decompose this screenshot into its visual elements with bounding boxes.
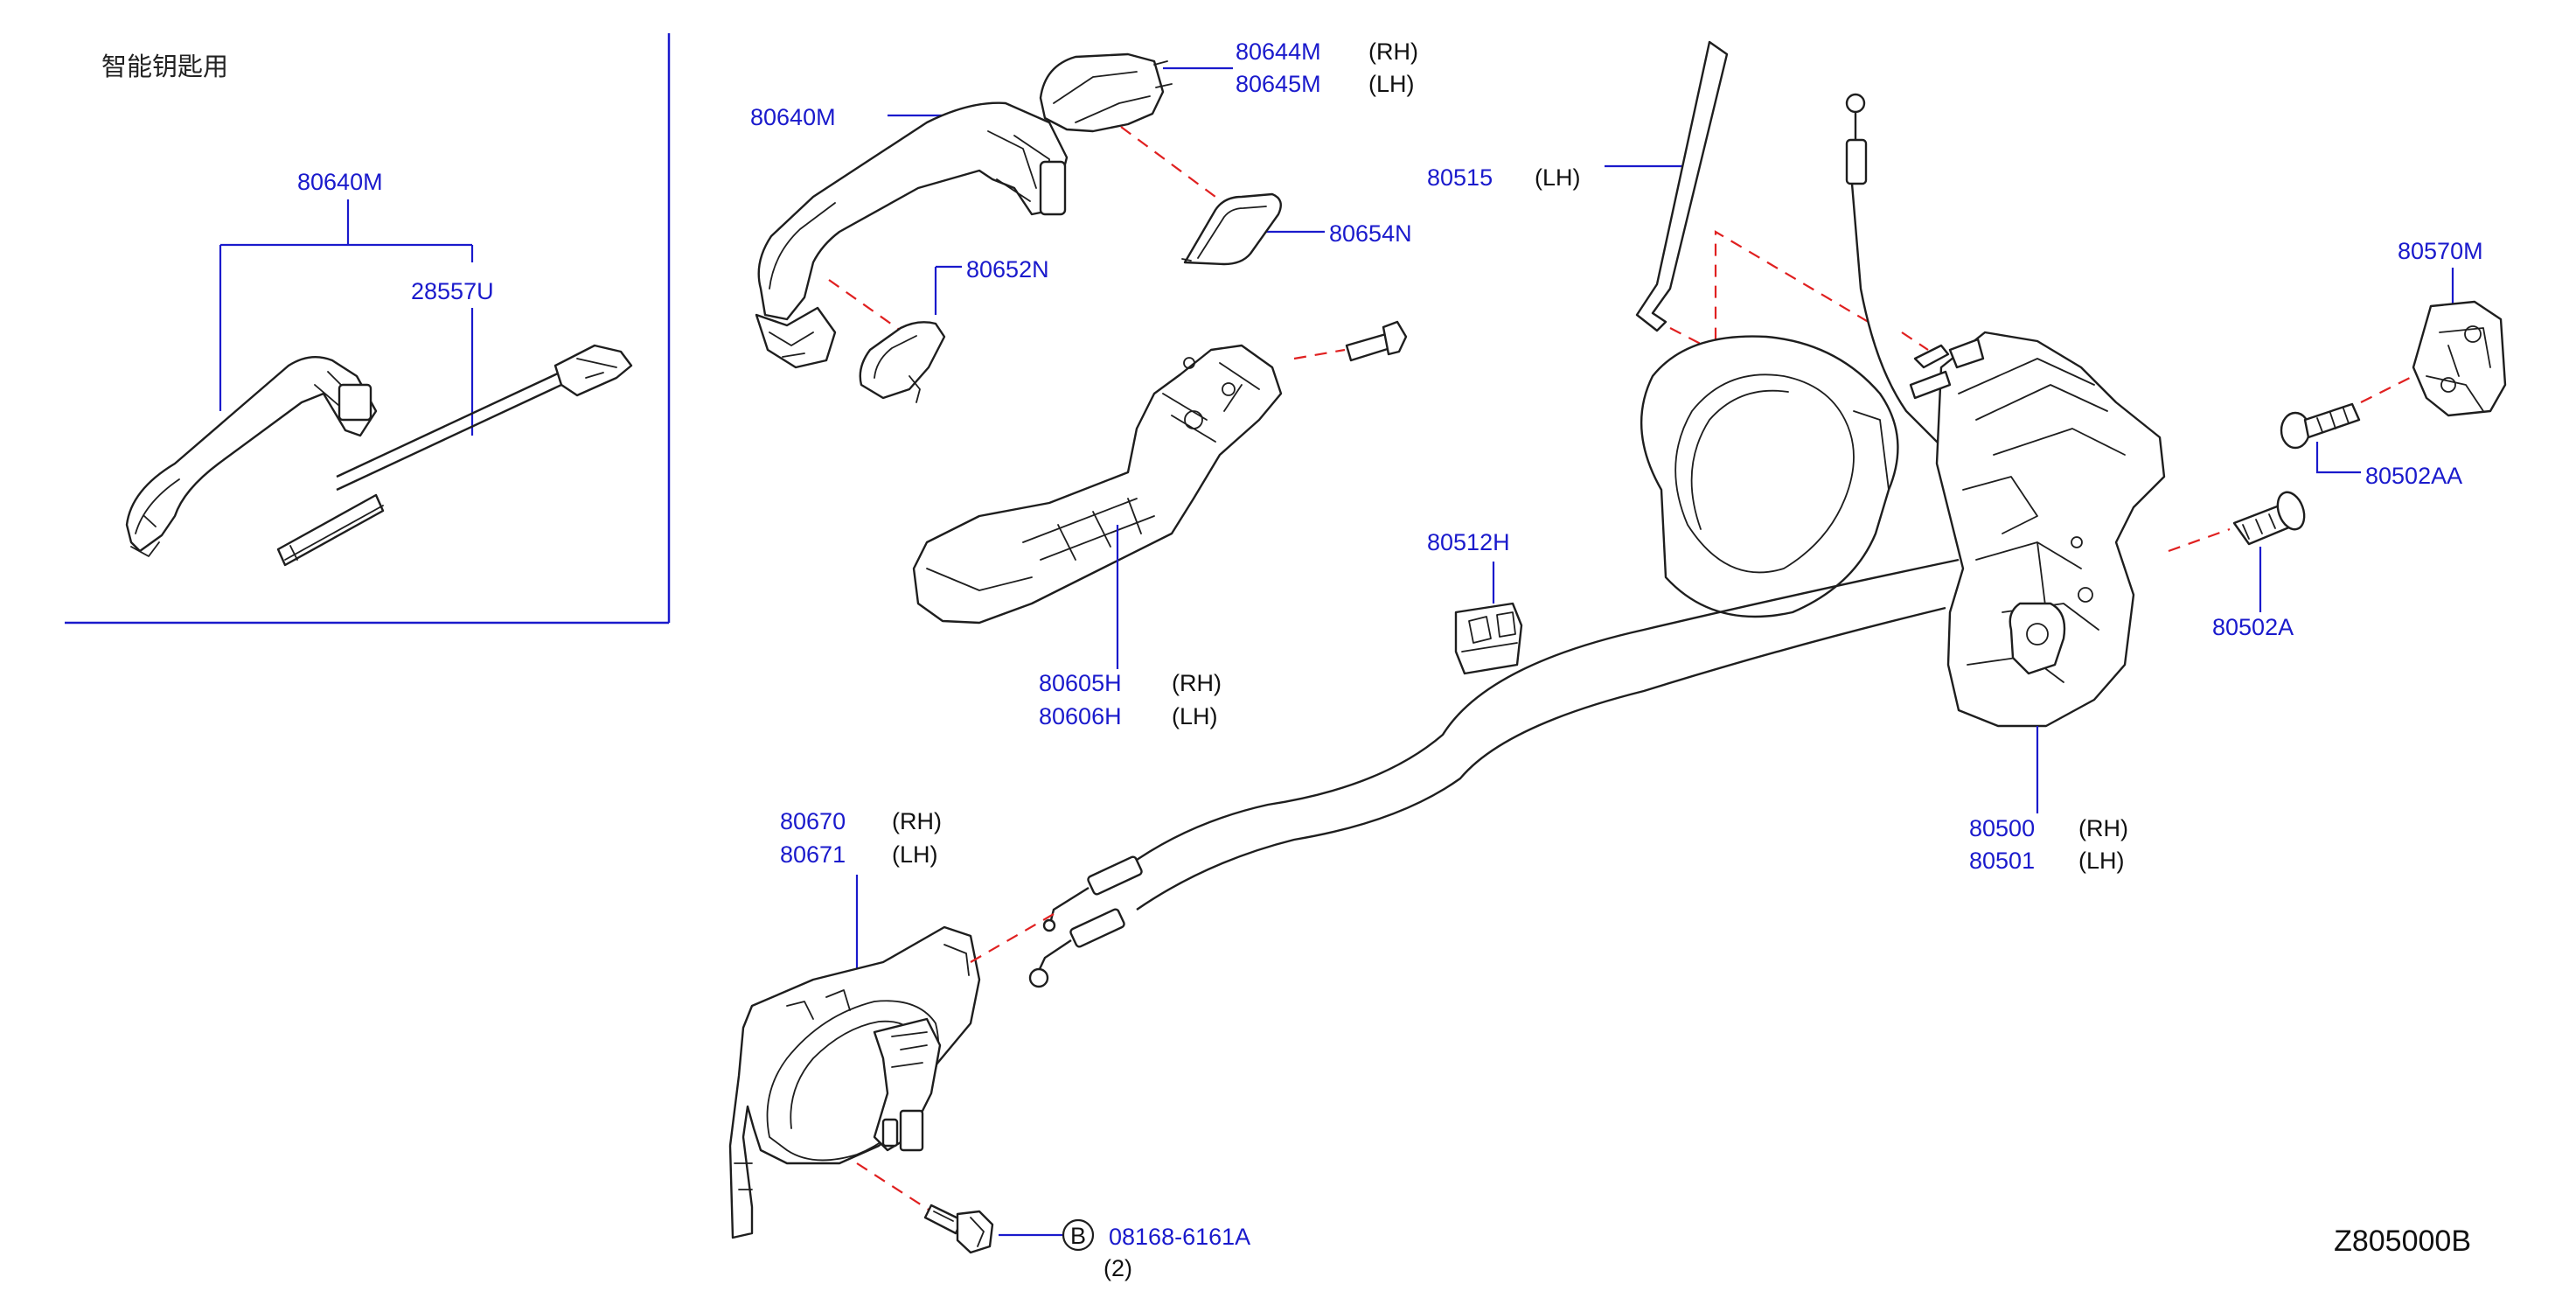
clip-group: 80512H	[1427, 529, 1523, 675]
section-label: 智能钥匙用	[101, 52, 228, 81]
callout-screw-aa[interactable]: 80502AA	[2365, 463, 2462, 489]
guide-screw-a	[2168, 527, 2231, 553]
leader-inset-handle	[219, 199, 474, 411]
screw-a-part	[2232, 491, 2306, 546]
guide-latch-top	[1901, 331, 1929, 351]
callout-clip[interactable]: 80512H	[1427, 529, 1510, 555]
smart-key-inset: 智能钥匙用 80640M 28557U	[65, 33, 671, 625]
side-lock-rh: (RH)	[2078, 815, 2128, 841]
guide-striker	[2360, 375, 2414, 403]
callout-cover-rh[interactable]: 80644M	[1236, 38, 1321, 65]
side-cover-rh: (RH)	[1368, 38, 1418, 65]
callout-rod[interactable]: 80515	[1427, 164, 1493, 191]
callout-striker[interactable]: 80570M	[2398, 238, 2483, 264]
outside-handle-part	[755, 101, 1069, 369]
rod-part	[1635, 40, 1729, 332]
callout-inset-antenna[interactable]: 28557U	[411, 278, 494, 304]
frame-bolt	[1345, 320, 1408, 362]
striker-part	[2412, 300, 2507, 417]
gasket-rear-part	[1181, 192, 1282, 266]
outside-handle-group: 80640M 80644M (RH) 80645M (LH) 80654N 80…	[750, 38, 1418, 403]
leader-screw-aa	[2315, 442, 2361, 474]
callout-lock-lh[interactable]: 80501	[1969, 848, 2035, 874]
inside-handle-part	[728, 925, 981, 1239]
callout-lock-rh[interactable]: 80500	[1969, 815, 2035, 841]
cable-lower	[1136, 606, 1946, 911]
callout-inner-lh[interactable]: 80671	[780, 841, 846, 868]
side-frame-rh: (RH)	[1172, 670, 1222, 696]
diagram-code: Z805000B	[2334, 1225, 2471, 1258]
callout-inset-handle[interactable]: 80640M	[297, 169, 383, 195]
guide-frame-bolt	[1293, 348, 1346, 360]
bolt-quantity: (2)	[1104, 1255, 1132, 1281]
long-cables	[1028, 558, 1960, 988]
handle-frame-group: 80605H (RH) 80606H (LH)	[912, 320, 1408, 729]
latch-loop-outer	[1640, 335, 1899, 618]
callout-screw-a[interactable]: 80502A	[2212, 614, 2294, 640]
rod-group: 80515 (LH)	[1427, 40, 1872, 353]
callout-handle-main[interactable]: 80640M	[750, 104, 836, 130]
guide-cover-gasket	[1120, 126, 1216, 198]
frame-part	[912, 344, 1283, 625]
bolt-part	[923, 1204, 994, 1254]
bolt-marker-circle	[1062, 1218, 1095, 1252]
latch-body	[1935, 331, 2166, 728]
callout-frame-lh[interactable]: 80606H	[1039, 703, 1122, 729]
latch-group: 80500 (RH) 80501 (LH)	[1640, 331, 2166, 874]
guide-rod	[1669, 230, 1872, 353]
striker-group: 80570M 80502AA 80502A	[2168, 238, 2507, 640]
leader-gasket-front	[934, 265, 962, 315]
side-lock-lh: (LH)	[2078, 848, 2125, 874]
cable-upper	[1127, 558, 1960, 867]
callout-bolt[interactable]: 08168-6161A	[1109, 1224, 1250, 1250]
upper-cable	[1845, 93, 1951, 456]
side-frame-lh: (LH)	[1172, 703, 1218, 729]
guide-inner-bolt	[856, 1162, 932, 1212]
inset-handle-part	[125, 355, 378, 557]
callout-cover-lh[interactable]: 80645M	[1236, 71, 1321, 97]
clip-part	[1454, 602, 1523, 675]
guide-handle-gasket	[828, 279, 910, 338]
side-inner-rh: (RH)	[892, 808, 942, 834]
inset-antenna-part	[276, 344, 633, 567]
inside-handle-group: 80670 (RH) 80671 (LH) B 08168-6161A (2)	[728, 808, 1250, 1281]
gasket-front-part	[859, 321, 946, 403]
bolt-marker: B	[1070, 1223, 1086, 1249]
callout-gasket-rear[interactable]: 80654N	[1329, 220, 1412, 247]
callout-frame-rh[interactable]: 80605H	[1039, 670, 1122, 696]
side-rod: (LH)	[1535, 164, 1581, 191]
screw-aa-part	[2280, 402, 2361, 450]
guide-inner-cable	[970, 913, 1055, 963]
side-inner-lh: (LH)	[892, 841, 938, 868]
callout-inner-rh[interactable]: 80670	[780, 808, 846, 834]
callout-gasket-front[interactable]: 80652N	[966, 256, 1049, 283]
side-cover-lh: (LH)	[1368, 71, 1415, 97]
cover-part	[1039, 52, 1173, 133]
